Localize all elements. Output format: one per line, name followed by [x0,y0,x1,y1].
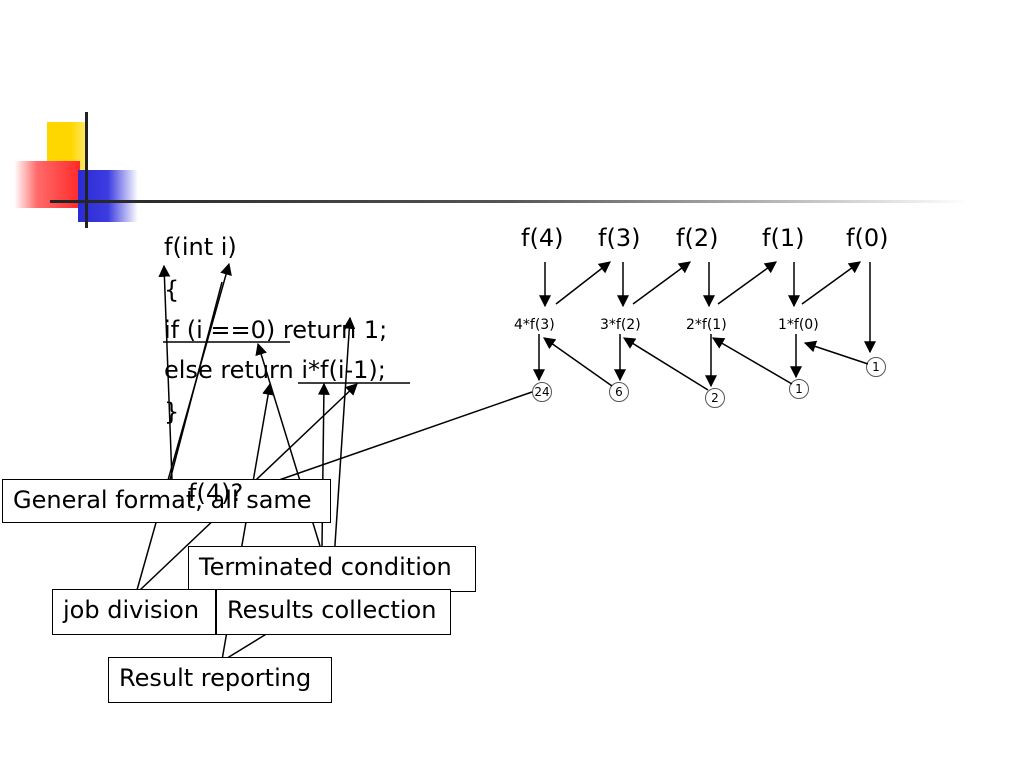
expression-label: 1*f(0) [778,317,819,333]
pointer-collection [331,316,356,591]
result-node: 24 [532,382,552,402]
expression-label: 2*f(1) [686,317,727,333]
arrow-final-result [254,391,533,491]
call-label: f(1) [762,224,805,252]
pointer-general [158,264,173,481]
arrow-call [717,261,777,305]
results-collection-box: Results collection [216,589,451,635]
horizontal-rule [50,200,970,203]
result-node: 1 [866,357,886,377]
pointer-job [136,262,232,591]
result-reporting-box: Result reporting [108,657,332,703]
expression-label: 3*f(2) [600,317,641,333]
call-question-overlay: f(4)? [188,479,244,507]
vertical-rule [85,112,88,228]
arrow-call [632,261,691,305]
arrow-call [801,261,861,305]
result-node: 1 [789,379,809,399]
expression-label: 4*f(3) [514,317,555,333]
arrow-call [555,261,611,305]
call-label: f(0) [846,224,889,252]
terminated-condition-box: Terminated condition [188,546,476,592]
job-division-box: job division [52,589,216,635]
result-node: 6 [609,382,629,402]
call-label: f(4) [521,224,564,252]
arrow-return [803,340,869,365]
code-signature: f(int i) [164,233,237,261]
arrow-return [543,337,613,387]
arrow-return [711,337,793,385]
call-label: f(2) [676,224,719,252]
call-label: f(3) [598,224,641,252]
arrow-return [622,337,709,391]
blue-square [78,170,138,222]
result-node: 2 [705,388,725,408]
code-open-brace: { [164,276,180,304]
code-close-brace: } [164,398,180,426]
general-format-box: General format, all same [2,479,331,523]
